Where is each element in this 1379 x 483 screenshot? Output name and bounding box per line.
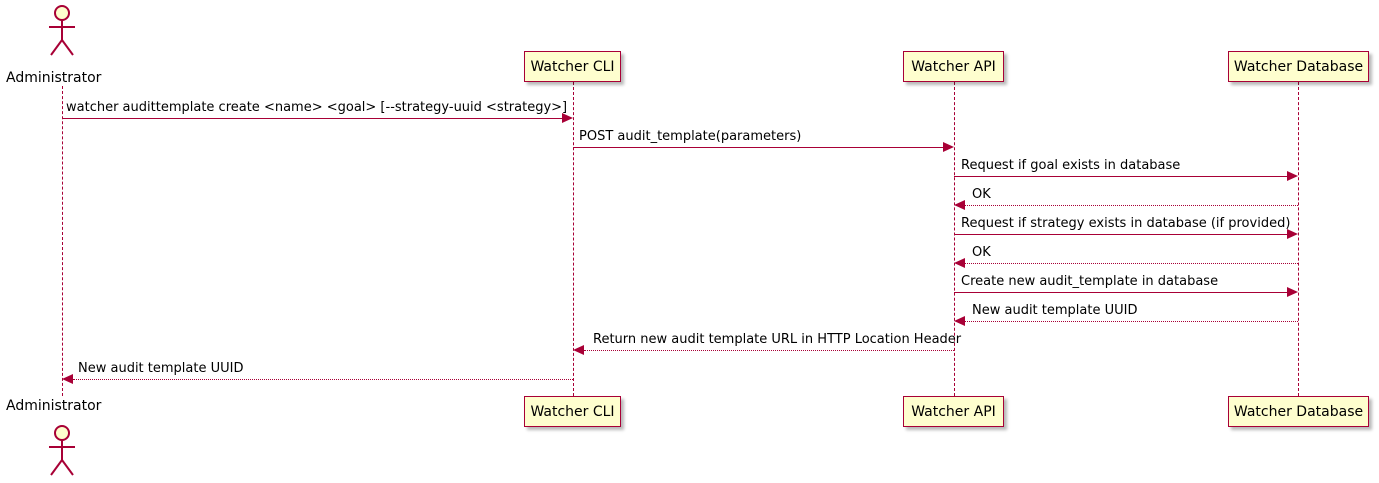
message-label-8: New audit template UUID [972,303,1138,318]
message-label-3: Request if goal exists in database [961,158,1181,173]
participant-label-watcher-api-top: Watcher API [911,58,996,75]
message-line-2 [573,147,943,148]
message-arrowhead-7 [1287,287,1298,297]
actor-figure-icon [49,425,75,476]
message-label-5: Request if strategy exists in database (… [961,216,1291,231]
message-line-4 [965,205,1298,206]
message-arrowhead-8 [954,316,965,326]
participant-box-watcher-api-bottom[interactable]: Watcher API [903,396,1004,427]
participant-label-watcher-cli-top: Watcher CLI [530,58,615,75]
message-arrowhead-1 [562,113,573,123]
message-arrowhead-10 [62,374,73,384]
message-label-1: watcher audittemplate create <name> <goa… [66,100,568,115]
participant-box-watcher-cli-bottom[interactable]: Watcher CLI [524,396,621,427]
message-line-6 [965,263,1298,264]
participant-box-watcher-database-bottom[interactable]: Watcher Database [1228,396,1369,427]
actor-label-administrator-bottom: Administrator [6,398,102,414]
participant-label-watcher-api-bottom: Watcher API [911,403,996,420]
lifeline-watcher-cli [573,82,574,396]
participant-box-watcher-api-top[interactable]: Watcher API [903,51,1004,82]
actor-figure-icon [49,5,75,56]
message-arrowhead-3 [1287,171,1298,181]
message-line-8 [965,321,1298,322]
message-line-10 [73,379,573,380]
message-label-2: POST audit_template(parameters) [579,129,802,144]
participant-label-watcher-cli-bottom: Watcher CLI [530,403,615,420]
message-arrowhead-5 [1287,229,1298,239]
message-arrowhead-4 [954,200,965,210]
actor-label-administrator-top: Administrator [6,70,102,86]
message-label-6: OK [972,245,991,260]
message-line-3 [954,176,1287,177]
message-label-9: Return new audit template URL in HTTP Lo… [593,332,962,347]
message-arrowhead-9 [573,345,584,355]
participant-box-watcher-database-top[interactable]: Watcher Database [1228,51,1369,82]
message-label-4: OK [972,187,991,202]
lifeline-administrator [62,86,63,396]
message-arrowhead-2 [943,142,954,152]
participant-label-watcher-database-bottom: Watcher Database [1233,403,1364,420]
message-line-7 [954,292,1287,293]
participant-label-watcher-database-top: Watcher Database [1233,58,1364,75]
lifeline-watcher-api [954,82,955,396]
actor-administrator-top [42,4,82,58]
message-arrowhead-6 [954,258,965,268]
actor-administrator-bottom [42,424,82,478]
message-line-9 [584,350,954,351]
message-line-5 [954,234,1287,235]
message-label-10: New audit template UUID [78,361,244,376]
message-line-1 [62,118,562,119]
lifeline-watcher-database [1298,82,1299,396]
participant-box-watcher-cli-top[interactable]: Watcher CLI [524,51,621,82]
message-label-7: Create new audit_template in database [961,274,1219,289]
